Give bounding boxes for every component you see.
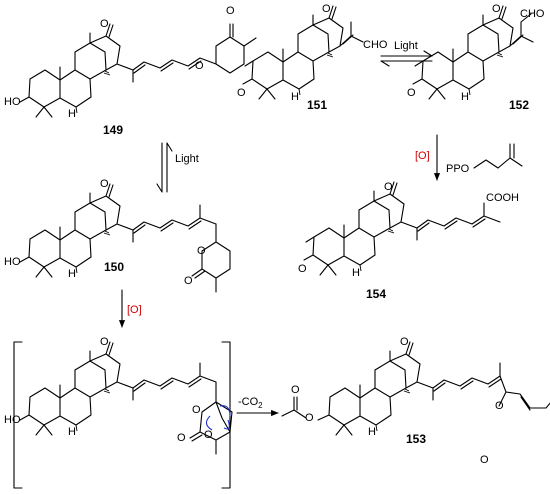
c153-h: H xyxy=(368,426,376,438)
c154-ketone-oxygen: O xyxy=(298,263,307,275)
compound-149-structure xyxy=(19,23,257,118)
c150-ring-oxygen: O xyxy=(100,178,109,190)
decarboxylation-sub: 2 xyxy=(258,401,263,410)
decarboxylation-label: -CO2 xyxy=(238,396,263,410)
c153-enone-oxygen: O xyxy=(495,400,504,412)
c152-ring-oxygen: O xyxy=(492,3,501,15)
compound-152-label: 152 xyxy=(509,98,529,112)
c154-ring-oxygen: O xyxy=(384,181,393,193)
compound-151-structure xyxy=(242,5,364,100)
c151-h: H xyxy=(291,91,299,103)
compound-150-structure xyxy=(19,183,231,293)
intermediate-oxygen-c: O xyxy=(177,432,186,444)
c152-cho: CHO xyxy=(520,8,545,20)
c150-h: H xyxy=(68,268,76,280)
compound-153-label: 153 xyxy=(406,432,426,446)
c150-pyranone-oxygen: O xyxy=(197,245,206,257)
light-label-top: Light xyxy=(394,40,418,52)
c151-ring-oxygen: O xyxy=(322,3,331,15)
c151-cho: CHO xyxy=(363,39,388,51)
intermediate-oxygen-a: O xyxy=(192,404,201,416)
intermediate-oxygen-b: O xyxy=(204,429,213,441)
ppo-reagent-label: PPO xyxy=(446,163,470,175)
c154-cooh: COOH xyxy=(486,192,519,204)
c150-hydroxyl: HO xyxy=(4,256,21,268)
c153-ring-oxygen: O xyxy=(400,336,409,348)
c153-ester-oxygen: O xyxy=(305,412,314,424)
c149-ring-oxygen: O xyxy=(100,18,109,30)
c149-hydroxyl: HO xyxy=(4,96,21,108)
c154-h: H xyxy=(352,267,360,279)
c151-ketone-oxygen: O xyxy=(237,87,246,99)
c153-acetate-oxygen: O xyxy=(291,384,300,396)
oxidation-label-left: [O] xyxy=(127,304,142,316)
c150-carbonyl-oxygen: O xyxy=(184,275,193,287)
intermediate-ring-oxygen: O xyxy=(100,336,109,348)
compound-151-label: 151 xyxy=(307,98,327,112)
oxidation-arrow-152-154 xyxy=(433,134,523,181)
compound-153-structure xyxy=(281,341,550,436)
intermediate-h: H xyxy=(68,426,76,438)
intermediate-hydroxyl: HO xyxy=(4,414,21,426)
c149-carbonyl-oxygen: O xyxy=(226,5,235,17)
equilibrium-arrow-151-152 xyxy=(380,50,433,67)
oxidation-label-right: [O] xyxy=(415,150,430,162)
c149-h: H xyxy=(68,108,76,120)
light-label-mid: Light xyxy=(175,153,199,165)
c152-h: H xyxy=(461,91,469,103)
compound-154-label: 154 xyxy=(366,287,386,301)
c153-dione-oxygen: O xyxy=(480,454,489,466)
compound-152-structure xyxy=(412,5,534,100)
compound-150-label: 150 xyxy=(104,260,124,274)
c149-pyranone-oxygen: O xyxy=(195,60,204,72)
c152-ketone-oxygen: O xyxy=(407,87,416,99)
endoperoxide-intermediate-structure xyxy=(19,341,233,455)
decarboxylation-minus: -CO xyxy=(238,396,259,408)
compound-154-structure xyxy=(303,181,501,276)
compound-149-label: 149 xyxy=(103,123,123,137)
equilibrium-arrow-149-150 xyxy=(156,142,173,193)
